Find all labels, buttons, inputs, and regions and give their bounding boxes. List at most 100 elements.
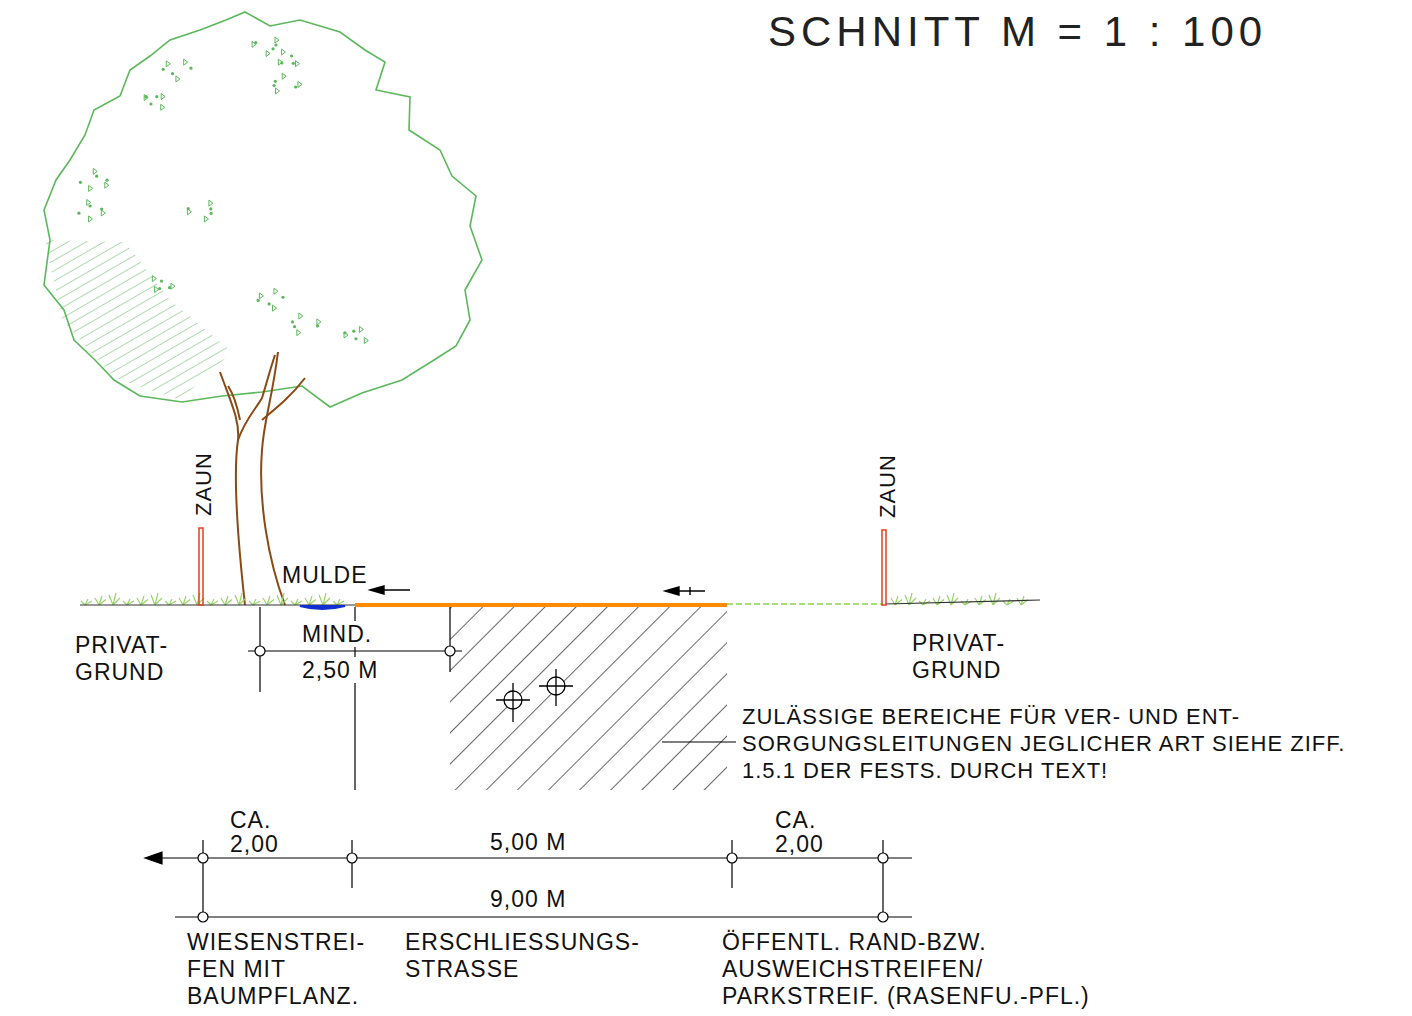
dimension-line: [248, 607, 462, 692]
leaf-dot: [88, 204, 91, 207]
leaf-mark: [297, 330, 301, 336]
slope-arrow: [370, 586, 705, 595]
leaf-mark: [278, 59, 282, 65]
dimension-text: 5,00 M: [490, 829, 610, 856]
grass-tuft: [919, 599, 930, 605]
pipe-symbol: [496, 669, 573, 722]
label-text: ZAUN: [875, 454, 900, 518]
grass-tuft: [81, 599, 92, 605]
grass-tuft: [221, 596, 232, 605]
leaf-mark: [89, 185, 93, 191]
label-text: 9,00 M: [490, 886, 566, 912]
grass-tuft: [263, 596, 274, 605]
utility-zone-hatching: [450, 607, 727, 790]
leaf-dot: [268, 302, 271, 305]
grass-tuft: [109, 593, 120, 605]
swale: [300, 606, 345, 609]
leaf-dot: [352, 330, 355, 333]
leaf-mark: [166, 61, 170, 67]
grass-tuft: [989, 593, 1000, 605]
leaf-dot: [95, 175, 98, 178]
leaf-dot: [160, 279, 163, 282]
dimension-text: 9,00 M: [490, 886, 610, 913]
leader-line: [662, 741, 736, 742]
leaf-dot: [274, 43, 277, 46]
label-text: 5,00 M: [490, 829, 566, 855]
leaf-mark: [273, 305, 277, 311]
grass-tuft: [305, 596, 316, 605]
leaf-dot: [291, 320, 294, 323]
leaf-dot: [149, 102, 152, 105]
dimension-text: CA. 2,00: [775, 808, 835, 856]
leaf-dot: [105, 179, 108, 182]
label-text: MULDE: [282, 562, 368, 588]
road-surface: [355, 603, 727, 607]
leaf-dot: [290, 54, 293, 57]
leaf-mark: [252, 41, 256, 47]
leaf-dot: [271, 47, 274, 50]
grass-tuft: [137, 596, 148, 605]
grass-paver-strip: [727, 603, 883, 605]
leaf-mark: [276, 88, 280, 94]
leaf-dot: [155, 95, 158, 98]
leaf-mark: [274, 288, 278, 294]
leaf-dot: [209, 207, 212, 210]
area-label: PRIVAT- GRUND: [912, 630, 1022, 684]
leaf-mark: [282, 73, 286, 79]
leaf-mark: [161, 104, 165, 110]
strip-label: ÖFFENTL. RAND-BZW. AUSWEICHSTREIFEN/ PAR…: [722, 929, 1092, 1010]
leaf-mark: [298, 81, 302, 87]
grass-tuft: [333, 599, 344, 605]
grass-tuft: [319, 593, 330, 605]
fence-label: ZAUN: [874, 454, 901, 518]
leaf-mark: [295, 61, 299, 67]
grass-tuft: [179, 596, 190, 605]
grass-tuft: [291, 599, 302, 605]
leaf-mark: [171, 283, 175, 289]
label-text: PRIVAT- GRUND: [75, 632, 168, 685]
leaf-dot: [272, 84, 275, 87]
fence: [199, 528, 203, 605]
leaf-mark: [101, 210, 105, 216]
leaf-dot: [293, 325, 296, 328]
leaf-dot: [189, 67, 192, 70]
leaf-dot: [292, 62, 295, 65]
label-text: ZAUN: [191, 452, 216, 516]
grass-tuft: [123, 599, 134, 605]
leaf-dot: [210, 212, 213, 215]
leaf-dot: [281, 296, 284, 299]
leaf-mark: [259, 293, 263, 299]
drawing-title: SCHNITT M = 1 : 100: [768, 8, 1267, 56]
leaf-mark: [161, 94, 165, 100]
swale-label: MULDE: [282, 562, 402, 589]
grass-tuft: [235, 593, 246, 605]
dimension-text: CA. 2,00: [230, 808, 290, 856]
label-text: ÖFFENTL. RAND-BZW. AUSWEICHSTREIFEN/ PAR…: [722, 929, 1090, 1009]
grass-tuft: [165, 599, 176, 605]
leaf-mark: [209, 200, 213, 206]
leaf-mark: [152, 276, 156, 282]
strip-label: WIESENSTREI- FEN MIT BAUMPFLANZ.: [187, 929, 367, 1010]
grass-tuft: [207, 599, 218, 605]
leaf-mark: [266, 51, 270, 57]
grass-tuft: [975, 596, 986, 605]
leaf-mark: [89, 216, 93, 222]
area-label: PRIVAT- GRUND: [75, 632, 185, 686]
grass-tuft: [277, 593, 288, 605]
leaf-mark: [317, 319, 321, 325]
leaf-mark: [105, 182, 109, 188]
canopy-hatching: [40, 230, 240, 410]
leaf-dot: [274, 80, 277, 83]
leaf-mark: [144, 95, 148, 101]
leaf-mark: [364, 337, 368, 343]
grass-tuft: [151, 593, 162, 605]
grass-tuft: [933, 596, 944, 605]
leaf-mark: [187, 209, 191, 215]
label-text: PRIVAT- GRUND: [912, 630, 1005, 683]
leaf-mark: [281, 49, 285, 55]
leaf-mark: [184, 59, 188, 65]
label-text: CA. 2,00: [775, 807, 824, 857]
leaf-mark: [87, 199, 91, 205]
dimension-text: MIND. 2,50 M: [302, 616, 402, 688]
leaf-mark: [344, 332, 348, 338]
